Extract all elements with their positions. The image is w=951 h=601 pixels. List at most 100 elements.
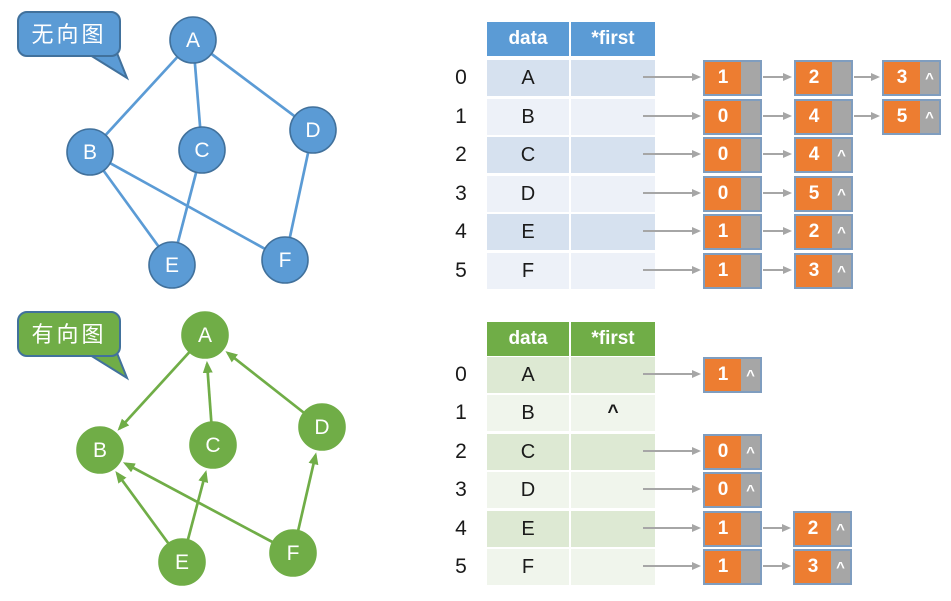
- undirected-label-bubble: 无向图: [17, 11, 130, 81]
- data-cell: C: [487, 434, 569, 470]
- graph-node-label-C: C: [194, 139, 209, 162]
- node-pointer: ^: [920, 62, 939, 94]
- first-pointer-cell: [571, 472, 655, 508]
- row-index: 1: [455, 105, 467, 128]
- first-arrow: [643, 523, 701, 532]
- node-value: 5: [884, 101, 920, 133]
- chain-arrow: [854, 72, 880, 81]
- node-value: 0: [705, 139, 741, 171]
- graph-node-D: [298, 403, 346, 451]
- chain-arrow: [763, 72, 792, 81]
- node-value: 2: [796, 62, 832, 94]
- first-pointer-cell: [571, 60, 655, 96]
- node-value: 2: [795, 513, 831, 545]
- row-index: 3: [455, 182, 467, 205]
- first-pointer-cell: [571, 549, 655, 585]
- first-pointer-cell: [571, 357, 655, 393]
- list-node: 4: [794, 99, 853, 135]
- first-pointer-cell: ^: [571, 395, 655, 431]
- list-node: 1: [703, 214, 762, 250]
- list-node: 3^: [794, 253, 853, 289]
- node-value: 1: [705, 255, 741, 287]
- chain-arrow: [763, 111, 792, 120]
- first-pointer-cell: [571, 511, 655, 547]
- node-pointer: ^: [832, 255, 851, 287]
- node-pointer: ^: [831, 551, 850, 583]
- row-index: 5: [455, 555, 467, 578]
- row-index: 3: [455, 478, 467, 501]
- graph-edge-F-B: [122, 462, 294, 555]
- bubble-label: 有向图: [31, 322, 106, 347]
- node-value: 3: [796, 255, 832, 287]
- graph-node-C: [189, 421, 237, 469]
- row-index: 2: [455, 143, 467, 166]
- row-index: 5: [455, 259, 467, 282]
- graph-node-C: [178, 126, 226, 174]
- table-header-first: *first: [571, 22, 655, 56]
- graph-node-E: [148, 241, 196, 289]
- node-pointer: [741, 216, 760, 248]
- node-pointer: ^: [831, 513, 850, 545]
- row-index: 4: [455, 517, 467, 540]
- data-cell: B: [487, 99, 569, 135]
- data-cell: F: [487, 253, 569, 289]
- list-node: 2: [794, 60, 853, 96]
- data-cell: F: [487, 549, 569, 585]
- graph-node-A: [181, 311, 229, 359]
- node-value: 3: [795, 551, 831, 583]
- data-cell: A: [487, 60, 569, 96]
- chain-arrow: [763, 561, 791, 570]
- data-cell: E: [487, 214, 569, 250]
- list-node: 0^: [703, 434, 762, 470]
- list-node: 5^: [882, 99, 941, 135]
- row-index: 0: [455, 363, 467, 386]
- data-cell: D: [487, 472, 569, 508]
- node-pointer: [832, 62, 851, 94]
- node-value: 1: [705, 62, 741, 94]
- list-node: 0: [703, 176, 762, 212]
- graph-node-label-F: F: [287, 542, 300, 565]
- node-pointer: [741, 101, 760, 133]
- graph-node-B: [76, 426, 124, 474]
- graph-node-label-F: F: [279, 249, 292, 272]
- first-pointer-cell: [571, 137, 655, 173]
- node-pointer: ^: [741, 359, 760, 391]
- data-cell: A: [487, 357, 569, 393]
- first-arrow: [643, 446, 701, 455]
- table-header-data: data: [487, 22, 569, 56]
- chain-arrow: [763, 523, 791, 532]
- chain-arrow: [763, 265, 792, 274]
- data-cell: D: [487, 176, 569, 212]
- node-value: 0: [705, 178, 741, 210]
- node-pointer: ^: [832, 178, 851, 210]
- row-index: 1: [455, 401, 467, 424]
- node-pointer: [741, 513, 760, 545]
- graph-node-label-E: E: [165, 254, 179, 277]
- graph-node-label-D: D: [305, 119, 320, 142]
- node-pointer: [832, 101, 851, 133]
- graph-node-B: [66, 128, 114, 176]
- node-value: 0: [705, 101, 741, 133]
- list-node: 0^: [703, 472, 762, 508]
- bubble-body: [17, 11, 121, 57]
- first-pointer-cell: [571, 434, 655, 470]
- node-pointer: [741, 551, 760, 583]
- node-value: 1: [705, 551, 741, 583]
- graph-node-label-C: C: [205, 434, 220, 457]
- node-value: 2: [796, 216, 832, 248]
- first-arrow: [643, 226, 701, 235]
- list-node: 2^: [793, 511, 852, 547]
- graph-node-label-E: E: [175, 551, 189, 574]
- list-node: 5^: [794, 176, 853, 212]
- bubble-body: [17, 311, 121, 357]
- first-pointer-cell: [571, 253, 655, 289]
- first-arrow: [643, 265, 701, 274]
- list-node: 1: [703, 60, 762, 96]
- node-pointer: ^: [920, 101, 939, 133]
- first-arrow: [643, 149, 701, 158]
- graph-node-label-A: A: [198, 324, 212, 347]
